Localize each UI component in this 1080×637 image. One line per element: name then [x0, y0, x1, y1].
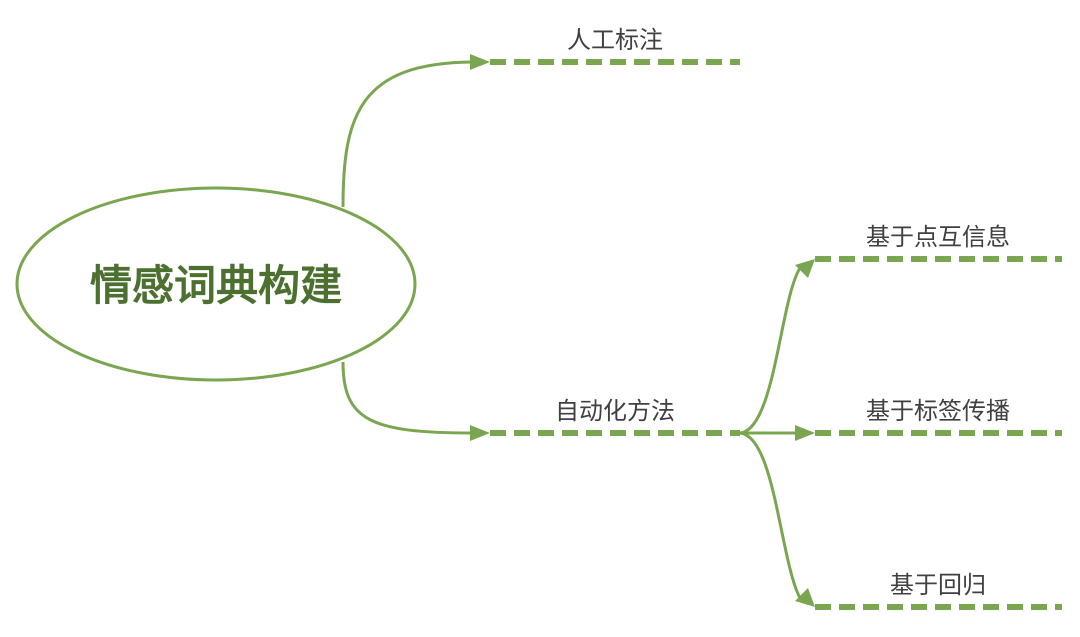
connector-auto-to-pmi: [739, 267, 802, 435]
arrow-head-pmi: [795, 259, 815, 278]
connector-auto-to-regression: [739, 431, 802, 599]
arrow-head-manual: [470, 54, 490, 70]
connector-center-to-manual: [341, 60, 473, 208]
center-node: [15, 186, 417, 382]
arrow-head-auto: [470, 425, 490, 441]
branch-label-manual: 人工标注: [567, 26, 663, 54]
sub-branch-label-regression: 基于回归: [890, 571, 986, 599]
arrow-head-regression: [795, 588, 815, 607]
connector-center-to-auto: [341, 361, 473, 435]
sub-branch-label-pmi: 基于点互信息: [866, 223, 1010, 251]
arrow-head-label-prop: [795, 425, 815, 441]
center-node-label: 情感词典构建: [90, 261, 342, 310]
branch-label-auto: 自动化方法: [555, 397, 675, 425]
sub-branch-label-label-prop: 基于标签传播: [866, 397, 1010, 425]
